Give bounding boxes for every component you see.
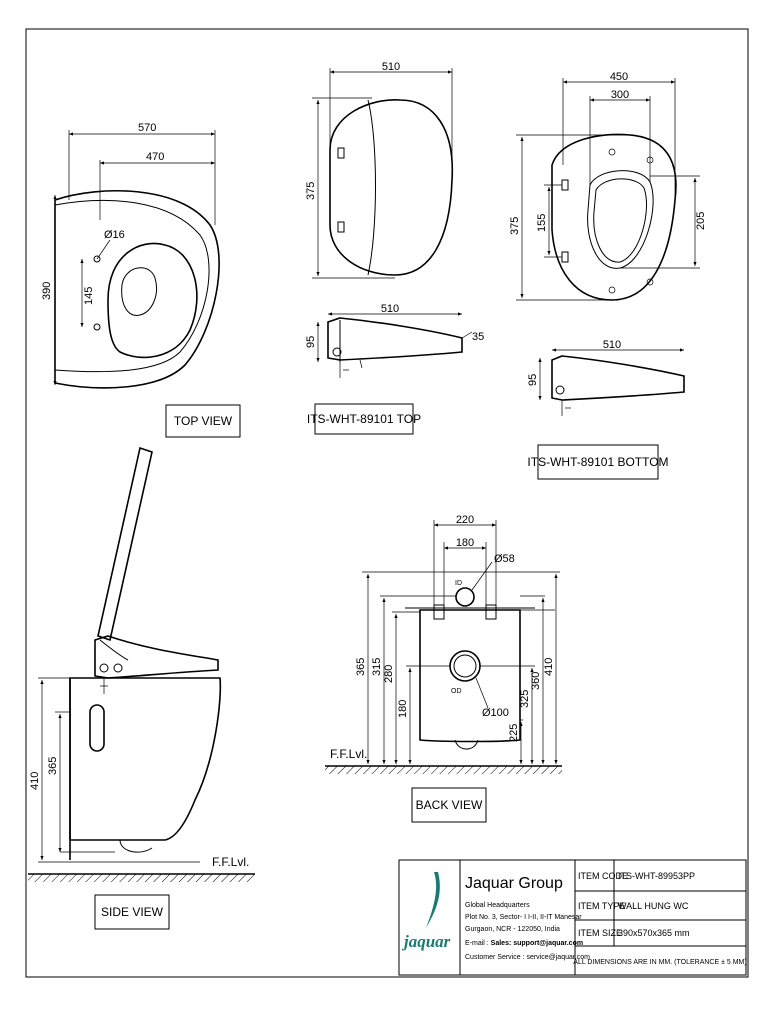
dim-back-360: 360 [530, 672, 542, 690]
dim-back-180-v: 180 [397, 700, 409, 718]
sales-email: Sales: support@jaquar.com [491, 940, 583, 947]
dim-back-280: 280 [383, 665, 395, 683]
dim-top-dia16: Ø16 [104, 229, 125, 241]
back-view-od-label: OD [451, 688, 462, 695]
dim-side-410: 410 [29, 772, 41, 790]
back-view-id-label: ID [455, 580, 462, 587]
seat-bottom-label-box [537, 444, 659, 480]
service-email: Customer Service : service@jaquar.com [465, 954, 590, 961]
item-code-label: ITEM CODE [578, 871, 628, 881]
dim-back-180: 180 [456, 537, 474, 549]
top-view: 570 470 390 145 Ø16 TOP VIEW [41, 122, 241, 438]
dim-seat-bottom-300: 300 [611, 89, 629, 101]
seat-top-view: 510 375 510 95 35 ITS-WHT-89101 TOP [305, 61, 484, 435]
dim-seat-top-side-510: 510 [381, 303, 399, 315]
seat-top-label-box [314, 403, 414, 435]
seat-bottom-label: ITS-WHT-89101 BOTTOM [527, 455, 668, 469]
back-view-label-box [411, 787, 487, 823]
back-view-label: BACK VIEW [416, 798, 483, 812]
side-view-floor-label: F.F.Lvl. [212, 855, 249, 869]
tolerance-note: ALL DIMENSIONS ARE IN MM. (TOLERANCE ± 5… [573, 959, 746, 966]
dim-back-315: 315 [371, 658, 383, 676]
dim-back-365: 365 [355, 658, 367, 676]
email-line: E-mail : Sales: support@jaquar.com [465, 940, 583, 947]
side-view-label-box [94, 894, 170, 930]
address-line-3: Gurgaon, NCR - 122050, India [465, 926, 560, 933]
dim-seat-bottom-95: 95 [527, 374, 539, 386]
item-code-value: ITS-WHT-89953PP [618, 871, 695, 881]
dim-top-390: 390 [41, 282, 53, 300]
email-prefix: E-mail : [465, 940, 491, 947]
dim-side-365: 365 [47, 757, 59, 775]
logo-text: jaquar [401, 932, 451, 951]
dim-seat-top-375: 375 [305, 182, 317, 200]
item-type-label: ITEM TYPE [578, 901, 625, 911]
dim-top-145: 145 [83, 287, 95, 305]
item-size-label: ITEM SIZE [578, 928, 622, 938]
dim-seat-top-95: 95 [305, 336, 317, 348]
dim-seat-bottom-375: 375 [509, 217, 521, 235]
seat-top-label: ITS-WHT-89101 TOP [307, 412, 421, 426]
side-view-label: SIDE VIEW [101, 905, 164, 919]
dim-back-220: 220 [456, 514, 474, 526]
top-view-label-box [165, 404, 241, 438]
dim-back-225: 225 [508, 724, 520, 742]
dim-back-dia58: Ø58 [494, 553, 515, 565]
dim-seat-bottom-205: 205 [695, 212, 707, 230]
dim-seat-bottom-450: 450 [610, 71, 628, 83]
dim-seat-top-510: 510 [382, 61, 400, 73]
title-block: jaquar Jaquar Group Global Headquarters … [398, 859, 747, 976]
dim-back-325: 325 [519, 690, 531, 708]
top-view-label: TOP VIEW [174, 414, 233, 428]
dim-top-470: 470 [146, 151, 164, 163]
side-view: F.F.Lvl. 410 365 SIDE VIEW [28, 446, 255, 930]
jaquar-logo-icon [426, 872, 440, 928]
company-name: Jaquar Group [465, 875, 563, 892]
item-size-value: 390x570x365 mm [618, 928, 690, 938]
dim-seat-bottom-side-510: 510 [603, 339, 621, 351]
back-view-floor-label: F.F.Lvl. [330, 747, 367, 761]
dim-seat-bottom-155: 155 [536, 214, 548, 232]
back-view: ID OD 220 180 Ø58 Ø100 365 315 280 180 2 [325, 514, 562, 823]
dim-back-410: 410 [543, 658, 555, 676]
dim-top-570: 570 [138, 122, 156, 134]
seat-bottom-view: 450 300 375 155 205 510 95 ITS-WHT-89101… [509, 71, 707, 480]
dim-seat-top-35: 35 [472, 331, 484, 343]
sheet-border [25, 28, 749, 978]
address-line-2: Plot No. 3, Sector- I I-II, II-IT Manesa… [465, 914, 582, 921]
address-line-1: Global Headquarters [465, 902, 530, 909]
item-type-value: WALL HUNG WC [618, 901, 689, 911]
dim-back-dia100: Ø100 [482, 707, 509, 719]
